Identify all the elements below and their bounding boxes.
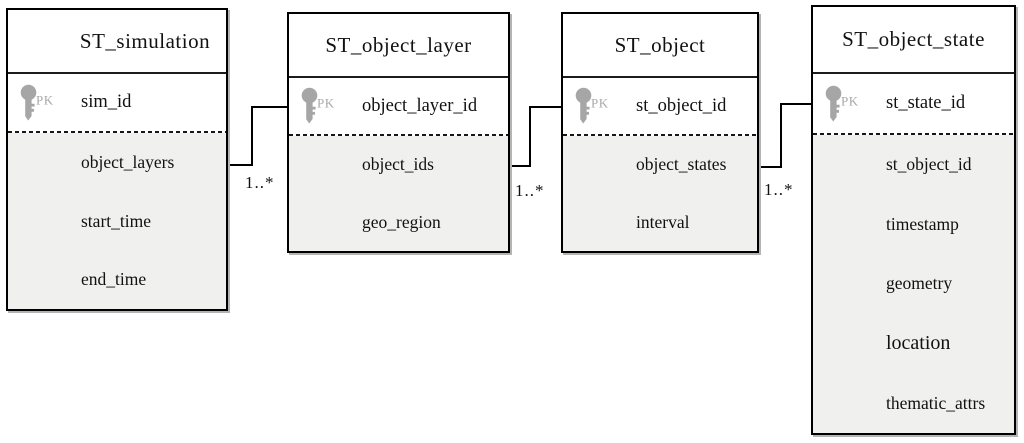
- entity-table-st-object: ST_object PK st_object_id object_states …: [561, 12, 759, 253]
- pk-field-name: st_state_id: [886, 93, 966, 113]
- pk-separator: [563, 134, 757, 136]
- entity-table-st-object-layer: ST_object_layer PK object_layer_id objec…: [287, 12, 510, 253]
- pk-badge: PK: [36, 92, 54, 107]
- pk-badge: PK: [317, 95, 335, 111]
- attribute-name: geometry: [886, 273, 953, 294]
- primary-key-icon: [825, 85, 842, 121]
- entity-title: ST_object_state: [813, 7, 1014, 74]
- attribute-name: thematic_attrs: [886, 392, 986, 413]
- primary-key-row: PK object_layer_id: [289, 78, 508, 134]
- attribute-row: geometry: [813, 254, 1014, 314]
- attribute-row: object_layers: [8, 133, 226, 192]
- attribute-row: start_time: [8, 192, 226, 251]
- attribute-name: object_layers: [81, 151, 175, 172]
- attribute-row: interval: [563, 194, 757, 252]
- entity-title: ST_simulation: [8, 10, 226, 74]
- primary-key-row: PK st_object_id: [563, 78, 757, 134]
- primary-key-icon: [20, 84, 37, 120]
- attribute-name: timestamp: [886, 213, 959, 234]
- attribute-row: geo_region: [289, 194, 508, 252]
- primary-key-icon: [301, 87, 318, 124]
- attribute-name: start_time: [81, 210, 151, 231]
- primary-key-row: PK sim_id: [8, 74, 226, 131]
- entity-title: ST_object: [563, 14, 757, 78]
- entity-table-st-simulation: ST_simulation PK sim_id object_layers st…: [6, 8, 228, 311]
- cardinality-label: 1..*: [245, 173, 275, 192]
- attribute-name: location: [886, 332, 951, 355]
- attribute-row: object_states: [563, 136, 757, 194]
- pk-badge: PK: [591, 95, 609, 111]
- relationship-line-simulation-objectlayer: [228, 106, 288, 166]
- attribute-row: thematic_attrs: [813, 373, 1014, 433]
- pk-separator: [8, 131, 226, 133]
- pk-field-name: st_object_id: [636, 95, 727, 116]
- pk-separator: [813, 133, 1014, 135]
- relationship-line-objectlayer-object: [510, 106, 562, 167]
- cardinality-label: 1..*: [515, 181, 545, 200]
- pk-field-name: sim_id: [81, 92, 132, 112]
- attribute-name: object_ids: [362, 154, 434, 175]
- entity-title: ST_object_layer: [289, 14, 508, 78]
- entity-table-st-object-state: ST_object_state PK st_state_id st_object…: [811, 5, 1016, 435]
- cardinality-label: 1..*: [764, 180, 794, 199]
- attribute-name: st_object_id: [886, 154, 972, 175]
- attribute-row: end_time: [8, 250, 226, 309]
- attribute-row: object_ids: [289, 136, 508, 194]
- attribute-row: st_object_id: [813, 135, 1014, 195]
- attribute-row: timestamp: [813, 195, 1014, 255]
- primary-key-icon: [575, 87, 592, 124]
- relationship-line-object-objectstate: [759, 103, 813, 168]
- attribute-name: object_states: [636, 154, 727, 175]
- pk-badge: PK: [841, 93, 859, 108]
- primary-key-row: PK st_state_id: [813, 74, 1014, 133]
- attribute-name: geo_region: [362, 211, 441, 232]
- pk-separator: [289, 134, 508, 136]
- pk-field-name: object_layer_id: [362, 95, 478, 116]
- attribute-row: location: [813, 314, 1014, 374]
- attribute-name: end_time: [81, 269, 147, 290]
- attribute-name: interval: [636, 211, 690, 232]
